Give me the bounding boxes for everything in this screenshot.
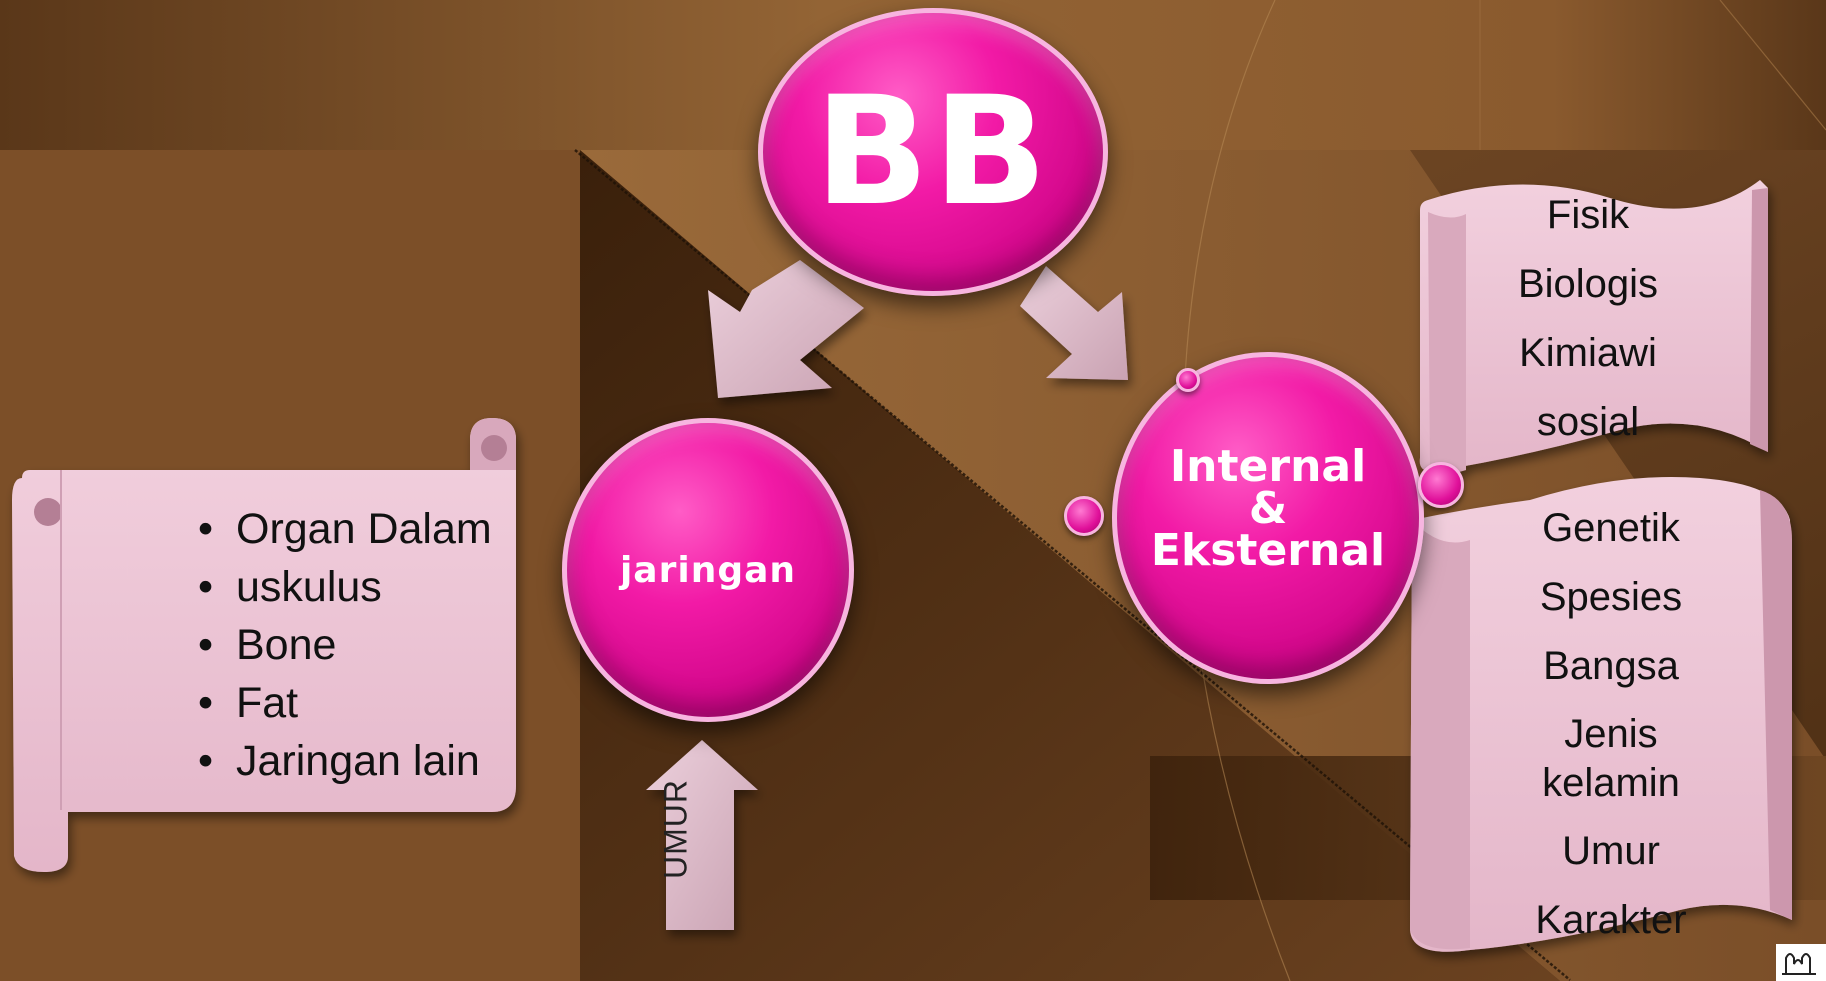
list-item: Umur xyxy=(1562,829,1660,873)
arrow-umur xyxy=(646,740,758,930)
list-item: Bangsa xyxy=(1543,644,1679,688)
lower-right-list: Genetik Spesies Bangsa Jenis kelamin Umu… xyxy=(1501,503,1721,964)
list-item: sosial xyxy=(1536,400,1640,444)
arrow-to-jaringan xyxy=(708,260,864,398)
list-item-line: Jenis xyxy=(1564,712,1658,756)
list-item: Fisik xyxy=(1546,193,1630,237)
lower-right-scroll xyxy=(1410,476,1792,952)
list-item: Jenis kelamin xyxy=(1501,710,1721,826)
node-amp-label: & xyxy=(1248,483,1288,534)
list-item: Spesies xyxy=(1539,575,1683,619)
node-internal-eksternal: Internal & Eksternal xyxy=(1112,352,1424,684)
node-eksternal-label: Eksternal xyxy=(1150,525,1386,576)
list-item: uskulus xyxy=(196,558,492,616)
arrow-to-internal xyxy=(1020,266,1128,380)
upper-right-scroll xyxy=(1419,180,1768,474)
upper-right-list: Fisik Biologis Kimiawi sosial xyxy=(1488,190,1688,466)
bead-top xyxy=(1176,368,1200,392)
list-item: Organ Dalam xyxy=(196,500,492,558)
logo-icon xyxy=(1776,944,1826,981)
bead-right xyxy=(1418,462,1464,508)
node-jaringan-label: jaringan xyxy=(619,549,797,591)
node-jaringan: jaringan xyxy=(562,418,854,722)
list-item: Biologis xyxy=(1517,262,1659,306)
node-bb: BB xyxy=(758,8,1108,296)
node-internal-label: Internal xyxy=(1169,441,1367,492)
node-bb-label: BB xyxy=(814,65,1052,239)
list-item: Genetik xyxy=(1542,506,1680,550)
list-item: Jaringan lain xyxy=(196,732,492,790)
bead-left xyxy=(1064,496,1104,536)
left-scroll-list: Organ Dalam uskulus Bone Fat Jaringan la… xyxy=(196,500,492,790)
list-item-line: kelamin xyxy=(1542,761,1680,805)
list-item: Kimiawi xyxy=(1519,331,1657,375)
list-item: Karakter xyxy=(1535,898,1687,942)
list-item: Fat xyxy=(196,674,492,732)
list-item: Bone xyxy=(196,616,492,674)
umur-arrow-label: UMUR xyxy=(657,779,694,879)
